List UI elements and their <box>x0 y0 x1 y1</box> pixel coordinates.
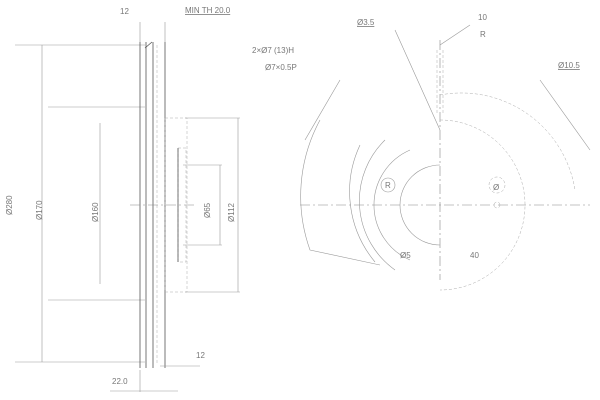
hole-note-2: Ø7×0.5P <box>265 63 297 72</box>
outer-diameter-label: Ø280 <box>5 195 14 215</box>
top-thickness-label: 12 <box>120 7 129 16</box>
dim-top-1: 10 <box>478 13 487 22</box>
center-bore-label: Ø65 <box>203 202 212 218</box>
angle-note: Ø3.5 <box>357 18 375 27</box>
hat-height-label: 12 <box>196 351 205 360</box>
bolt-circle-label: Ø112 <box>227 202 236 222</box>
total-thickness-label: 22.0 <box>112 377 128 386</box>
front-view <box>300 24 591 291</box>
hat-diameter-label: Ø160 <box>91 202 100 222</box>
right-note: Ø10.5 <box>558 61 580 70</box>
side-view <box>15 22 240 392</box>
hole-note-1: 2×Ø7 (13)H <box>252 46 294 55</box>
small-diameter-label: Ø5 <box>400 251 411 260</box>
hole-label: R <box>385 181 391 190</box>
min-thickness-note: MIN TH 20.0 <box>185 6 231 15</box>
dim-top-2: R <box>480 30 486 39</box>
friction-diameter-label: Ø170 <box>35 200 44 220</box>
center-label: Ø <box>493 183 499 192</box>
radius-label: 40 <box>470 251 479 260</box>
dimension-labels: 12 MIN TH 20.0 Ø280 Ø170 Ø160 Ø65 Ø112 2… <box>5 6 580 386</box>
